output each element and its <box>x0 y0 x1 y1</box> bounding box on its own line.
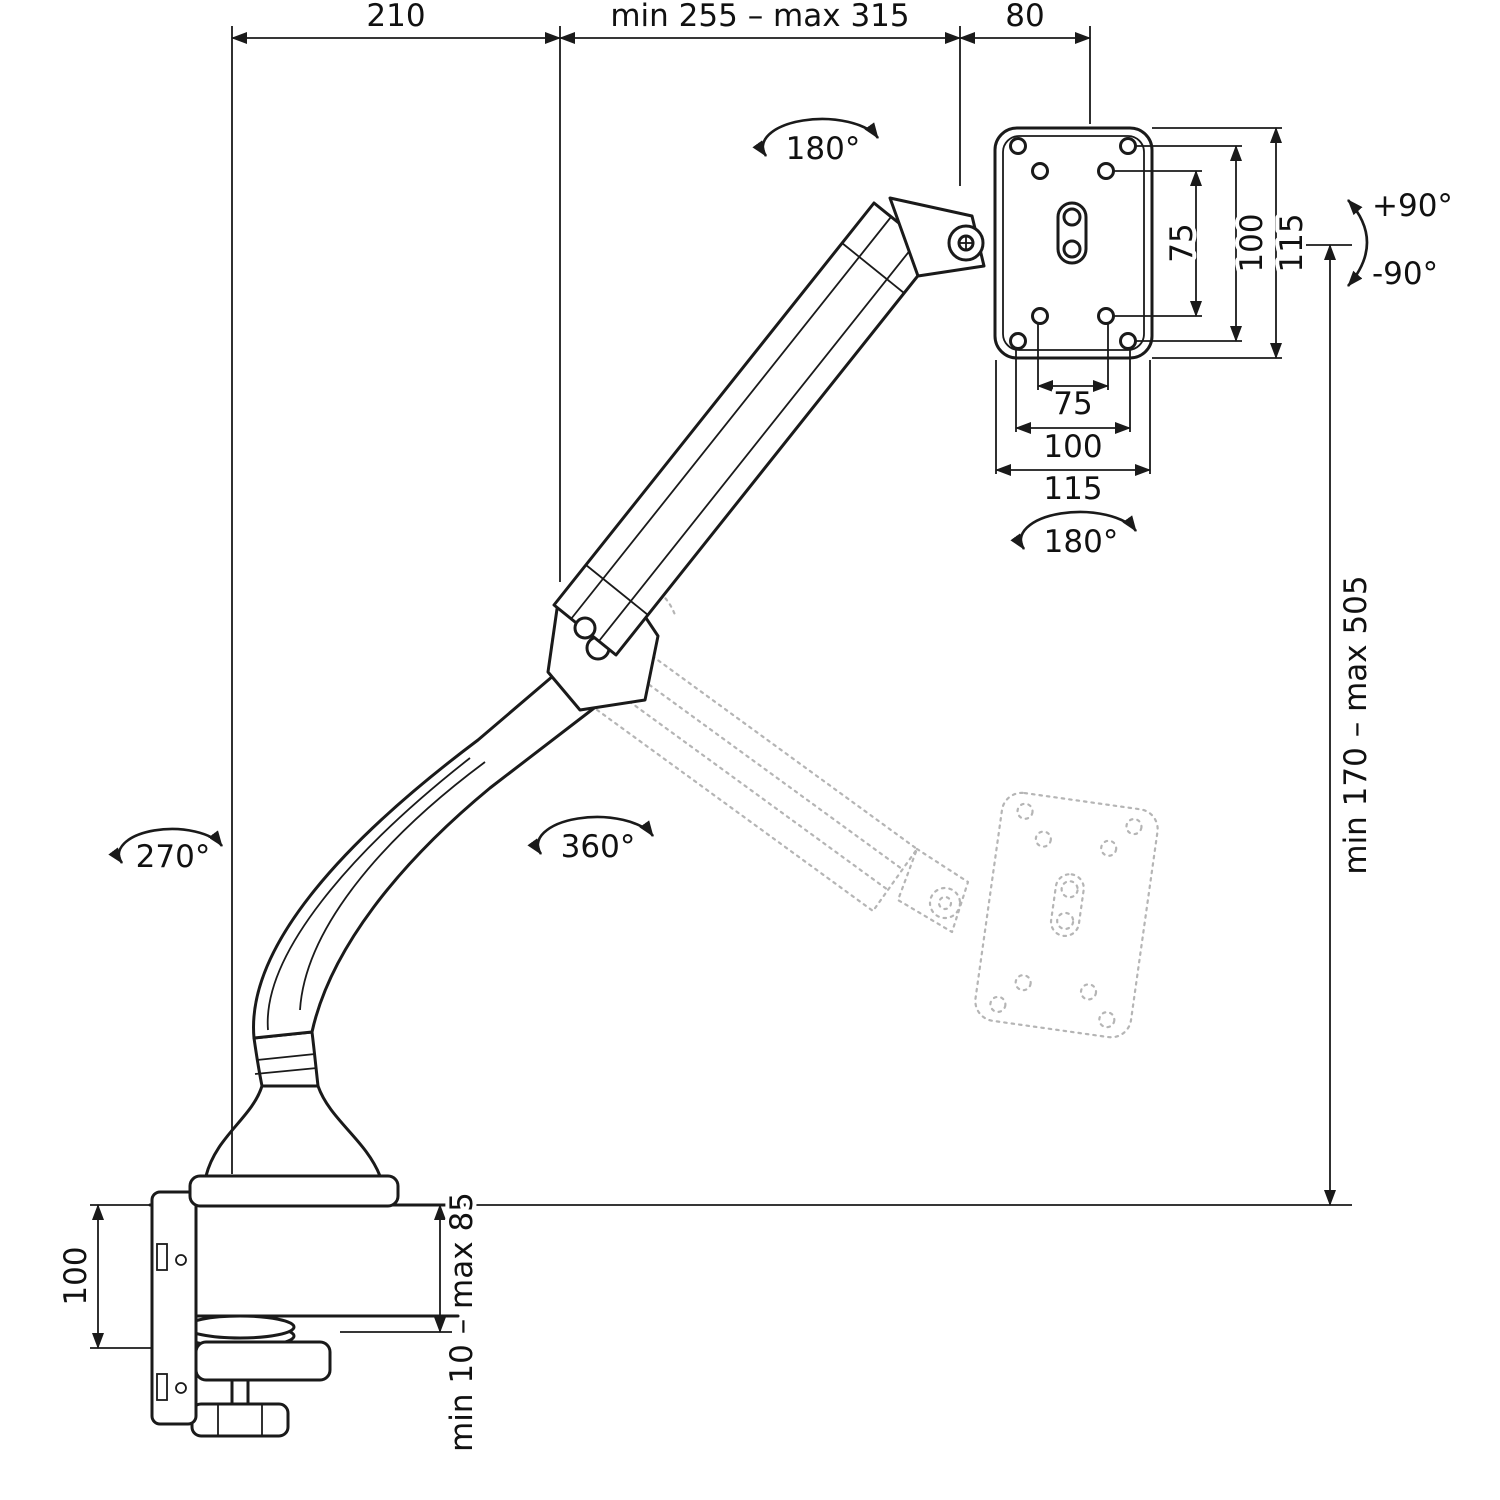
ghost-vesa-plate <box>974 791 1159 1039</box>
rotation-base-swivel: 270° <box>108 827 224 875</box>
dim-label-vesa-v-100: 100 <box>1234 213 1270 272</box>
dim-label-head-offset: 80 <box>1005 0 1044 34</box>
tilt-head <box>888 196 986 278</box>
dim-label-vesa-h-75: 75 <box>1053 386 1092 422</box>
label-head-swivel: 180° <box>1044 524 1119 560</box>
dim-label-arm-reach: min 255 – max 315 <box>610 0 909 34</box>
dim-label-height-range: min 170 – max 505 <box>1338 575 1374 874</box>
rotation-indicators: 180° 180° 270° 360° <box>108 117 1138 875</box>
dim-label-base-offset: 210 <box>366 0 425 34</box>
desk-clamp <box>150 1190 332 1426</box>
rotation-head-swivel: 180° <box>1010 510 1138 560</box>
label-base-swivel: 270° <box>136 839 211 875</box>
dim-vesa-horizontal: 75 100 115 <box>995 322 1151 511</box>
monitor-arm <box>148 126 1154 1438</box>
dimension-annotations: 210 min 255 – max 315 80 +90° -90° min 1… <box>54 0 1457 1456</box>
dim-label-vesa-v-75: 75 <box>1164 223 1200 262</box>
dim-label-vesa-h-100: 100 <box>1043 429 1102 465</box>
ghost-tilt-head <box>896 847 970 934</box>
label-upper-arm-swivel: 180° <box>786 131 861 167</box>
label-tilt-down: -90° <box>1372 256 1438 292</box>
dim-label-vesa-v-115: 115 <box>1274 213 1310 272</box>
rotation-upper-arm-swivel: 180° <box>752 117 880 167</box>
dim-desk-thickness: min 10 – max 85 <box>340 1188 484 1456</box>
vesa-plate <box>993 126 1154 360</box>
desk-surface <box>148 1203 472 1318</box>
dim-clamp-height: 100 <box>54 1204 152 1349</box>
base-column <box>188 1030 400 1208</box>
label-arm-swivel: 360° <box>561 829 636 865</box>
dim-label-clamp-height: 100 <box>58 1246 94 1305</box>
dim-tilt-range: +90° -90° <box>1347 184 1457 296</box>
dim-label-desk-thickness: min 10 – max 85 <box>444 1192 480 1452</box>
label-tilt-up: +90° <box>1372 188 1453 224</box>
dim-vesa-vertical: 75 100 115 <box>1114 127 1314 359</box>
dim-top-horizontal: 210 min 255 – max 315 80 <box>231 0 1091 1174</box>
clamp-knob <box>190 1402 290 1438</box>
dim-label-vesa-h-115: 115 <box>1043 471 1102 507</box>
rotation-arm-swivel: 360° <box>527 815 655 865</box>
lower-arm <box>252 668 604 1040</box>
dim-height-range: min 170 – max 505 <box>90 244 1378 1206</box>
upper-arm <box>552 201 938 657</box>
